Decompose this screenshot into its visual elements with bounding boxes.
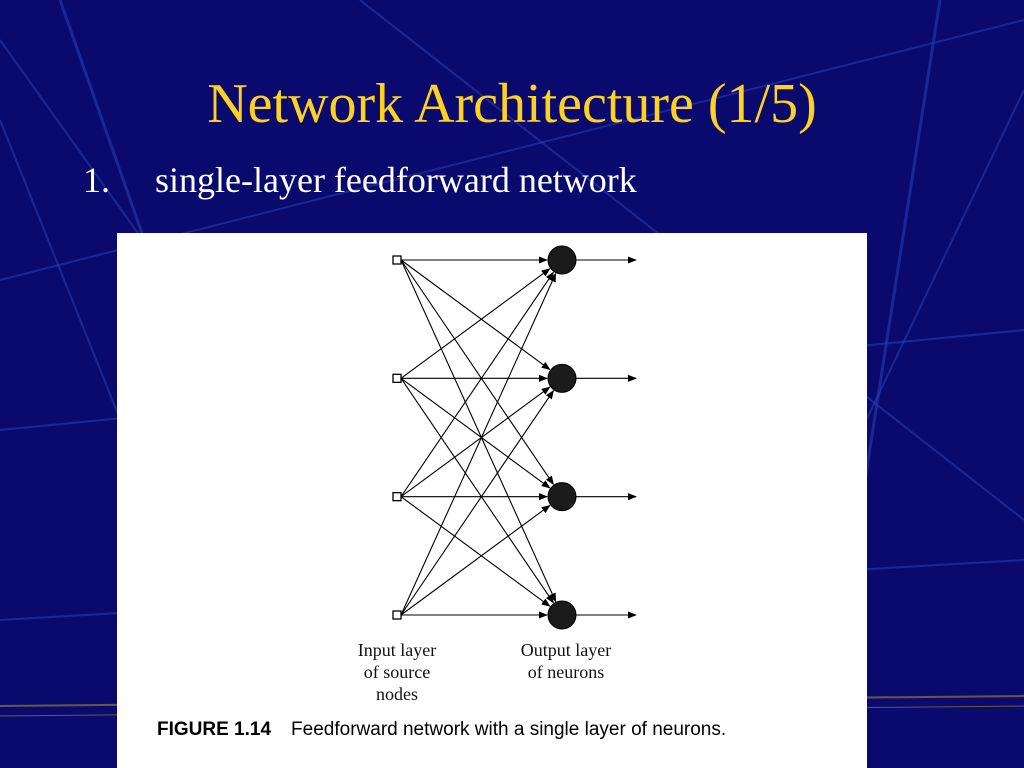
connection-arrow xyxy=(400,496,551,607)
bullet-item: 1. single-layer feedforward network xyxy=(83,158,637,202)
figure-caption: FIGURE 1.14 Feedforward network with a si… xyxy=(157,718,726,742)
input-node xyxy=(392,610,402,620)
connection-arrow xyxy=(400,268,551,379)
connection-arrow xyxy=(400,271,554,497)
input-layer-label: Input layer of source nodes xyxy=(357,640,437,704)
connection-arrow xyxy=(400,378,554,604)
slide-title: Network Architecture (1/5) xyxy=(207,73,817,135)
input-node xyxy=(392,373,402,383)
connection-arrow xyxy=(400,389,554,616)
connection-arrow xyxy=(400,386,551,498)
connection-arrow xyxy=(400,272,557,616)
connection-arrow xyxy=(400,259,557,603)
figure-caption-label: FIGURE 1.14 xyxy=(157,719,272,740)
input-node xyxy=(392,255,402,265)
output-neuron xyxy=(547,482,577,512)
connection-arrow xyxy=(400,504,551,616)
connection-arrow xyxy=(400,259,554,486)
network-diagram xyxy=(392,245,637,630)
connection-arrow xyxy=(400,259,551,371)
input-node xyxy=(392,492,402,502)
output-layer-label: Output layer of neurons xyxy=(520,640,612,682)
connection-arrow xyxy=(400,377,551,489)
network-figure: Input layer of source nodes Output layer… xyxy=(117,233,867,768)
bullet-number: 1. xyxy=(83,160,110,200)
output-neuron xyxy=(547,363,577,393)
bullet-text: single-layer feedforward network xyxy=(155,160,637,200)
output-neuron xyxy=(547,245,577,275)
figure-caption-text: Feedforward network with a single layer … xyxy=(291,719,727,740)
output-neuron xyxy=(547,600,577,630)
